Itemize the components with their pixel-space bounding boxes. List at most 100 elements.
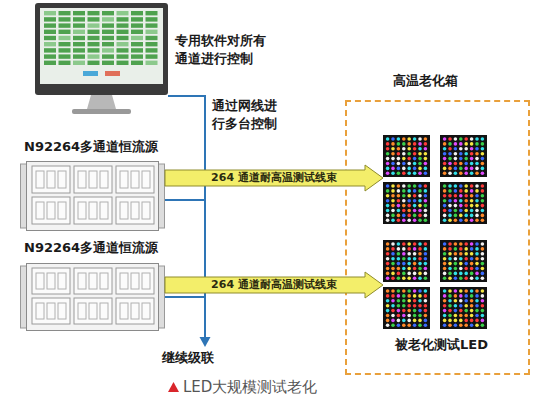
channel-cell (102, 54, 114, 58)
led-dot (391, 172, 395, 176)
led-dot (464, 299, 468, 303)
led-dot (454, 252, 458, 256)
channel-cell (44, 17, 56, 21)
led-dot (418, 172, 422, 176)
led-dot (391, 204, 395, 208)
led-dot (402, 267, 406, 271)
led-dot (443, 324, 447, 328)
led-dot (459, 304, 463, 308)
channel-cell (88, 17, 100, 21)
caption-triangle (168, 382, 179, 392)
led-dot (418, 257, 422, 261)
led-dot (413, 162, 417, 166)
led-dot (413, 167, 417, 171)
rack-ear (159, 266, 165, 328)
led-dot (413, 267, 417, 271)
led-dot (402, 142, 406, 146)
led-dot (475, 314, 479, 318)
led-dot (418, 137, 422, 141)
led-dot (475, 294, 479, 298)
network-cable (165, 96, 205, 297)
led-dot (397, 204, 401, 208)
led-dot (459, 147, 463, 151)
led-dot (443, 142, 447, 146)
led-dot (386, 214, 390, 218)
led-dot (386, 299, 390, 303)
led-dot (424, 204, 428, 208)
led-dot (397, 294, 401, 298)
led-dot (448, 152, 452, 156)
channel-cell (44, 54, 56, 58)
led-dot (418, 204, 422, 208)
led-dot (470, 209, 474, 213)
channel-cell (73, 54, 85, 58)
channel-cell (73, 61, 85, 65)
led-dot (407, 324, 411, 328)
led-dot (413, 137, 417, 141)
led-dot (464, 314, 468, 318)
channel-cell (88, 61, 100, 65)
screen-button (83, 71, 98, 76)
led-dot (407, 142, 411, 146)
led-dot (475, 162, 479, 166)
led-dot (424, 199, 428, 203)
led-dot (407, 277, 411, 281)
led-dot (397, 304, 401, 308)
led-dot (470, 189, 474, 193)
led-dot (407, 289, 411, 293)
led-dot (402, 257, 406, 261)
led-dot (470, 162, 474, 166)
rack-ear (159, 164, 165, 228)
led-dot (481, 304, 485, 308)
led-dot (397, 157, 401, 161)
led-dot (475, 209, 479, 213)
led-dot (391, 214, 395, 218)
led-dot (443, 267, 447, 271)
led-dot (464, 194, 468, 198)
led-dot (418, 277, 422, 281)
led-dot (413, 157, 417, 161)
led-dot (407, 262, 411, 266)
channel-cell (146, 11, 158, 15)
led-dot (448, 209, 452, 213)
led-dot (391, 157, 395, 161)
led-dot (397, 289, 401, 293)
led-dot (391, 189, 395, 193)
connector (89, 273, 97, 289)
led-dot (386, 204, 390, 208)
led-dot (475, 262, 479, 266)
led-dot (448, 142, 452, 146)
channel-cell (88, 48, 100, 52)
led-dot (454, 214, 458, 218)
led-dot (418, 242, 422, 246)
connector (131, 171, 139, 188)
led-dot (413, 319, 417, 323)
led-dot (454, 219, 458, 223)
led-dot (481, 277, 485, 281)
led-dot (454, 294, 458, 298)
module-slot (74, 298, 112, 324)
led-dot (475, 184, 479, 188)
node-text: 被老化测试LED (395, 336, 535, 354)
led-dot (475, 272, 479, 276)
led-dot (459, 309, 463, 313)
led-dot (454, 324, 458, 328)
led-dot (454, 194, 458, 198)
led-dot (424, 319, 428, 323)
led-dot (413, 289, 417, 293)
channel-cell (73, 42, 85, 46)
led-dot (402, 194, 406, 198)
cascade-label: 继续级联 (162, 349, 214, 367)
led-panels-drawing (383, 135, 487, 330)
led-dot (470, 157, 474, 161)
channel-cell (88, 42, 100, 46)
connector (120, 303, 128, 319)
led-dot (402, 272, 406, 276)
led-dot (391, 272, 395, 276)
channel-cell (44, 23, 56, 27)
led-dot (407, 172, 411, 176)
connector (100, 303, 108, 319)
led-dot (443, 219, 447, 223)
led-dot (418, 214, 422, 218)
led-dot (402, 289, 406, 293)
